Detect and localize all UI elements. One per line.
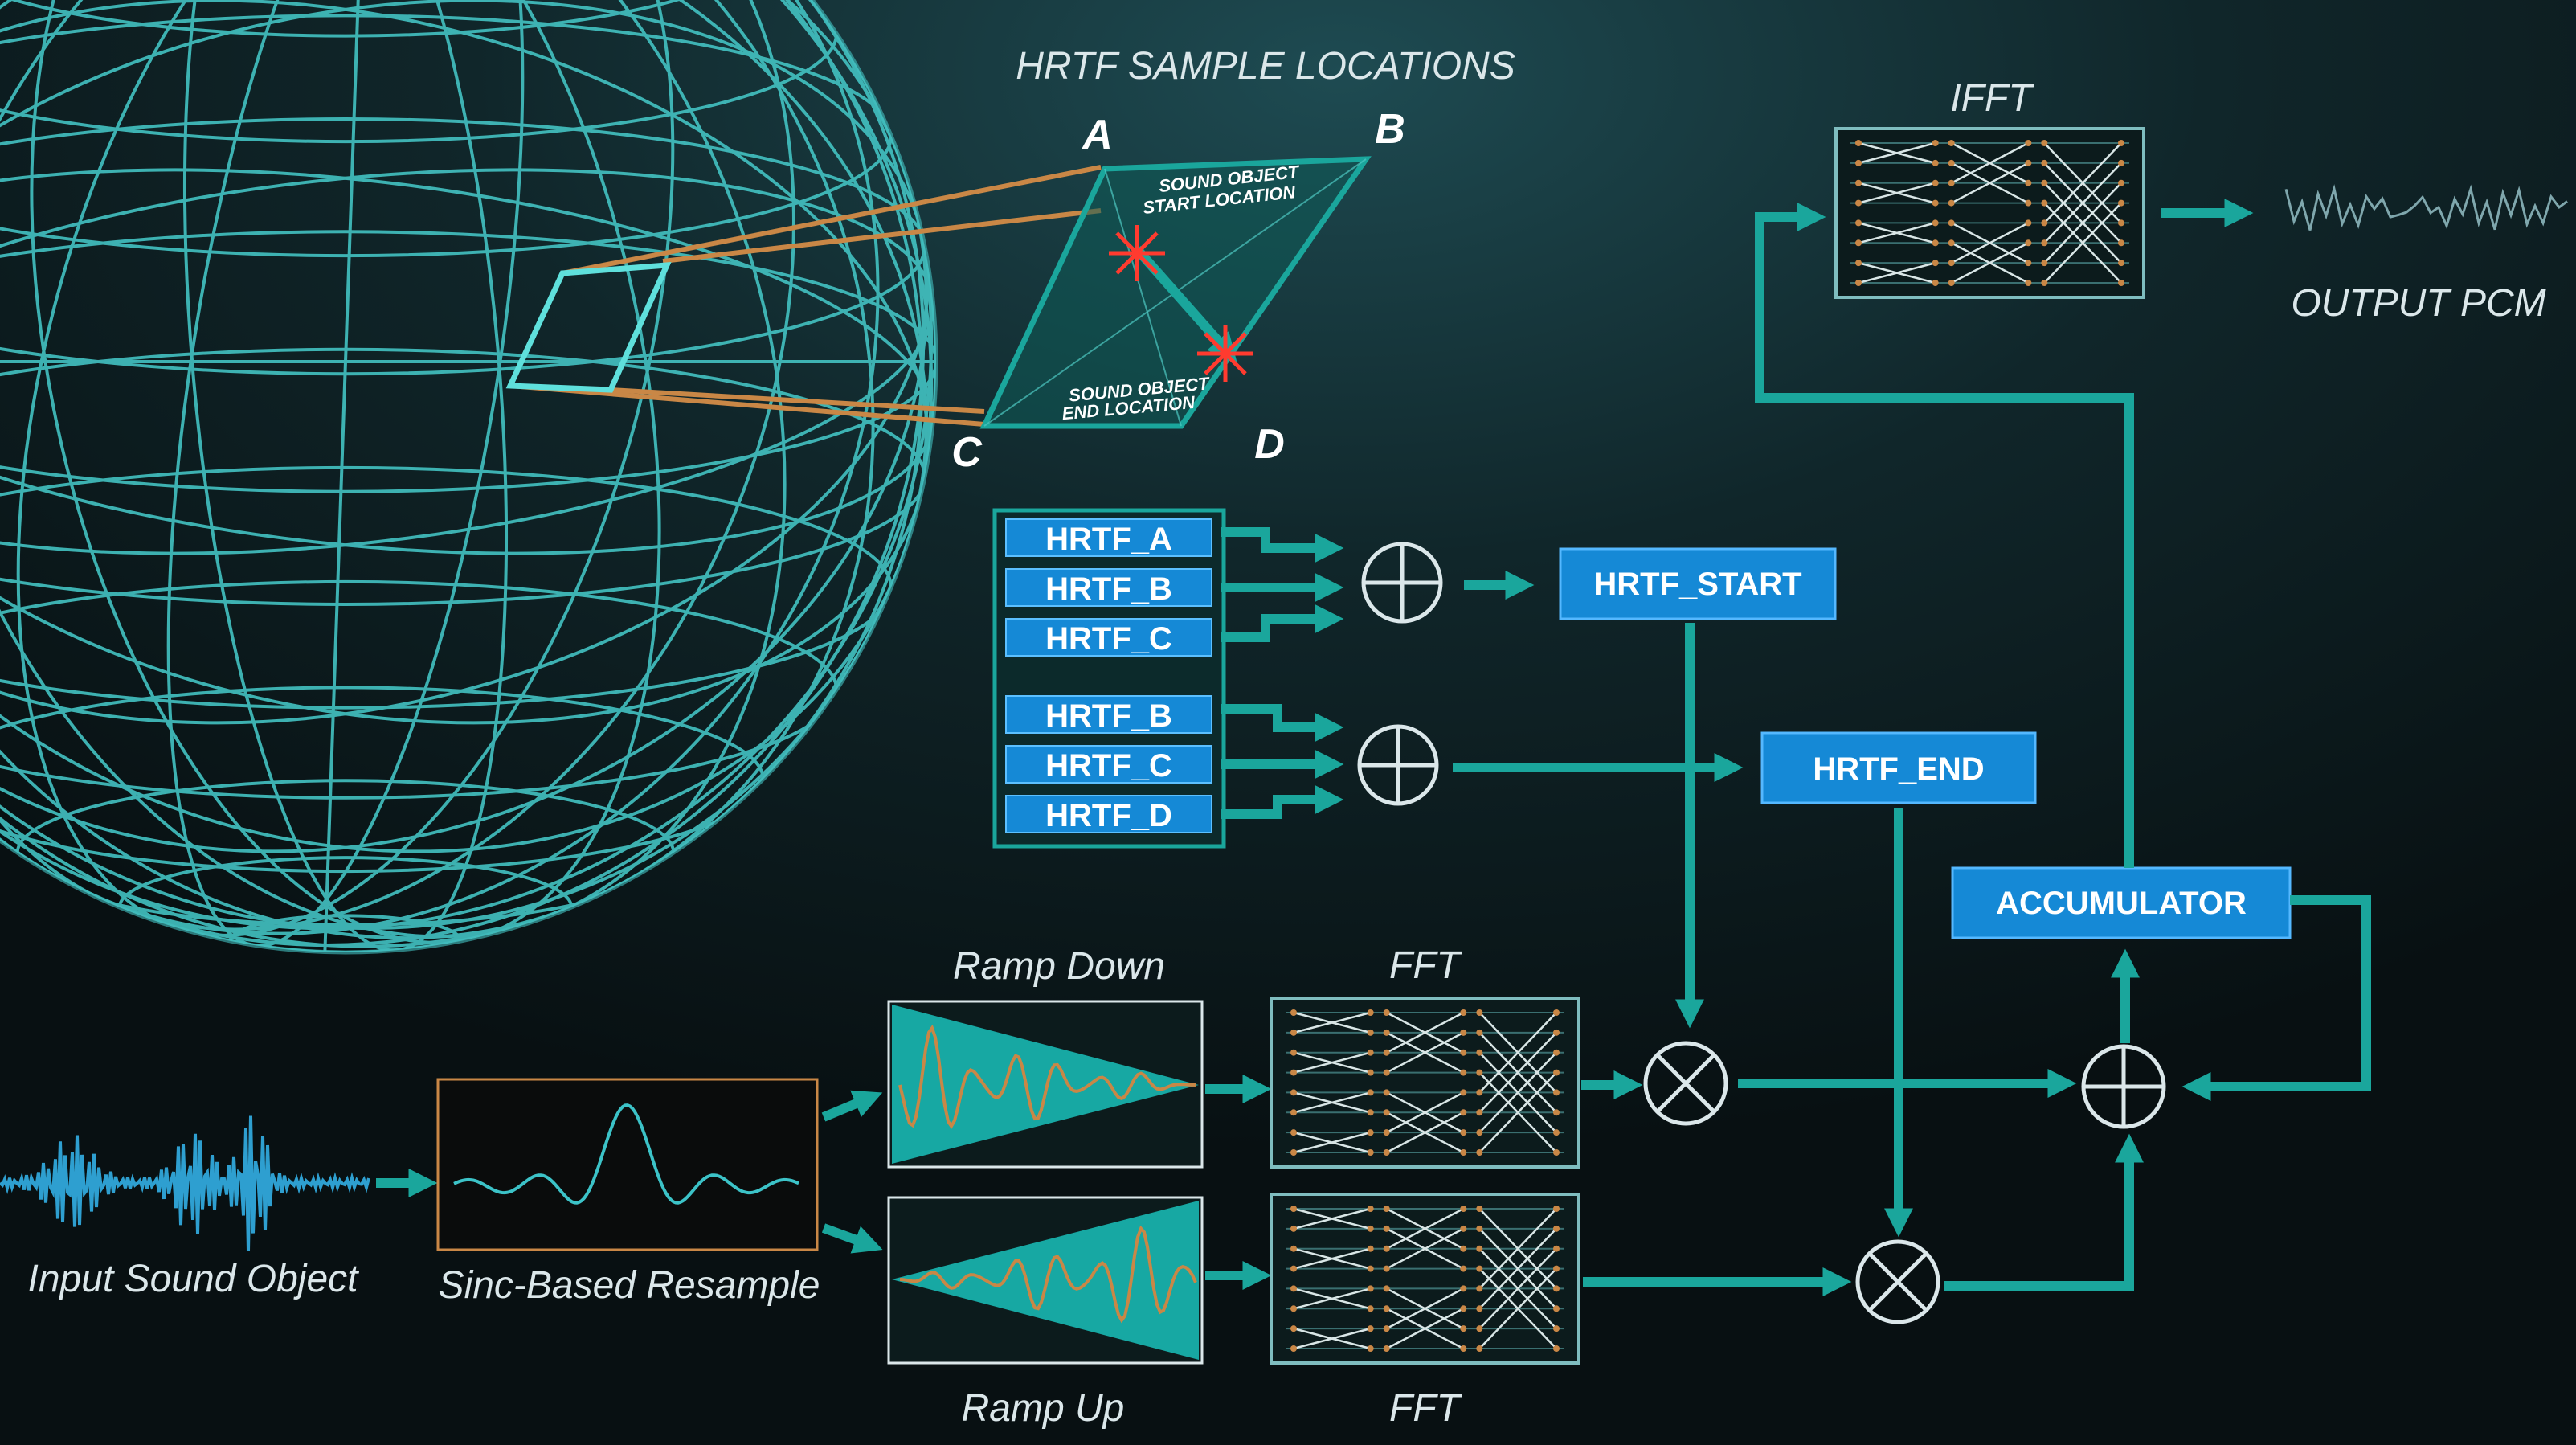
corner-d-label: D — [1254, 421, 1285, 468]
multiply-node-bottom — [1855, 1239, 1940, 1324]
corner-b-label: B — [1375, 106, 1405, 153]
ramp-up-label: Ramp Up — [962, 1387, 1125, 1430]
hrtf-row — [1005, 745, 1212, 784]
fft-bottom-butterfly — [1270, 1193, 1580, 1365]
end-location-marker — [1197, 325, 1253, 382]
projection-lines — [509, 165, 1102, 427]
output-waveform — [2284, 184, 2568, 231]
hrtf-row-label: HRTF_B — [1045, 571, 1172, 607]
ifft-label: IFFT — [1950, 77, 2034, 120]
fft-bottom-label: FFT — [1389, 1387, 1463, 1430]
corner-c-label: C — [951, 429, 983, 476]
hrtf-sample-locations-title: HRTF SAMPLE LOCATIONS — [1016, 45, 1515, 88]
sphere-outline — [0, 0, 938, 955]
corner-a-label: A — [1081, 112, 1113, 158]
hrtf-row-label: HRTF_A — [1045, 522, 1172, 557]
butterfly-frame — [1834, 127, 2145, 299]
accumulator-label: ACCUMULATOR — [1996, 886, 2247, 921]
butterfly-frame — [1270, 997, 1580, 1169]
sum-node-end — [1357, 724, 1439, 806]
start-location-marker — [1109, 225, 1165, 281]
ifft-butterfly — [1834, 127, 2145, 299]
hrtf-row-label: HRTF_B — [1045, 698, 1172, 734]
sinc-waveform — [453, 1103, 799, 1205]
hrtf-start-block — [1559, 547, 1837, 620]
hrtf-table-panel — [992, 508, 1226, 849]
hrtf-row — [1005, 618, 1212, 657]
sphere-highlight-patch — [505, 262, 672, 393]
hrtf-start-label: HRTF_START — [1593, 567, 1801, 602]
row-connectors — [1221, 527, 1744, 819]
hrtf-rows: HRTF_A HRTF_B HRTF_C HRTF_B HRTF_C HRTF_D — [1005, 518, 1212, 833]
hrtf-row — [1005, 518, 1212, 557]
block-connectors — [1675, 199, 2371, 1238]
input-waveform — [0, 1115, 370, 1252]
accumulator-block — [1951, 866, 2292, 939]
hrtf-row-label: HRTF_D — [1045, 798, 1172, 833]
input-sound-object-label: Input Sound Object — [28, 1258, 360, 1300]
hrtf-end-label: HRTF_END — [1813, 751, 1984, 787]
sinc-resample-label: Sinc-Based Resample — [439, 1264, 820, 1307]
output-pcm-label: OUTPUT PCM — [2291, 282, 2545, 325]
sinc-resample-box — [436, 1078, 819, 1251]
sample-patch — [979, 156, 1372, 429]
fft-top-butterfly — [1270, 997, 1580, 1169]
multiply-node-top — [1643, 1041, 1728, 1126]
hrtf-row — [1005, 568, 1212, 607]
accumulate-sum-node — [2081, 1044, 2166, 1129]
ramp-down-waveform — [898, 1024, 1196, 1130]
hrtf-row-label: HRTF_C — [1045, 621, 1172, 657]
ramp-down-shape — [892, 1005, 1199, 1164]
hrtf-end-block — [1760, 731, 2037, 804]
butterfly-frame — [1270, 1193, 1580, 1365]
fft-top-label: FFT — [1389, 944, 1463, 987]
hrtf-row — [1005, 695, 1212, 734]
ramp-down-label: Ramp Down — [953, 945, 1165, 988]
sum-node-start — [1361, 542, 1443, 624]
hrtf-row-label: HRTF_C — [1045, 748, 1172, 784]
signal-connectors — [376, 1069, 2144, 1296]
ramp-up-waveform — [899, 1225, 1197, 1324]
hrtf-row — [1005, 795, 1212, 833]
